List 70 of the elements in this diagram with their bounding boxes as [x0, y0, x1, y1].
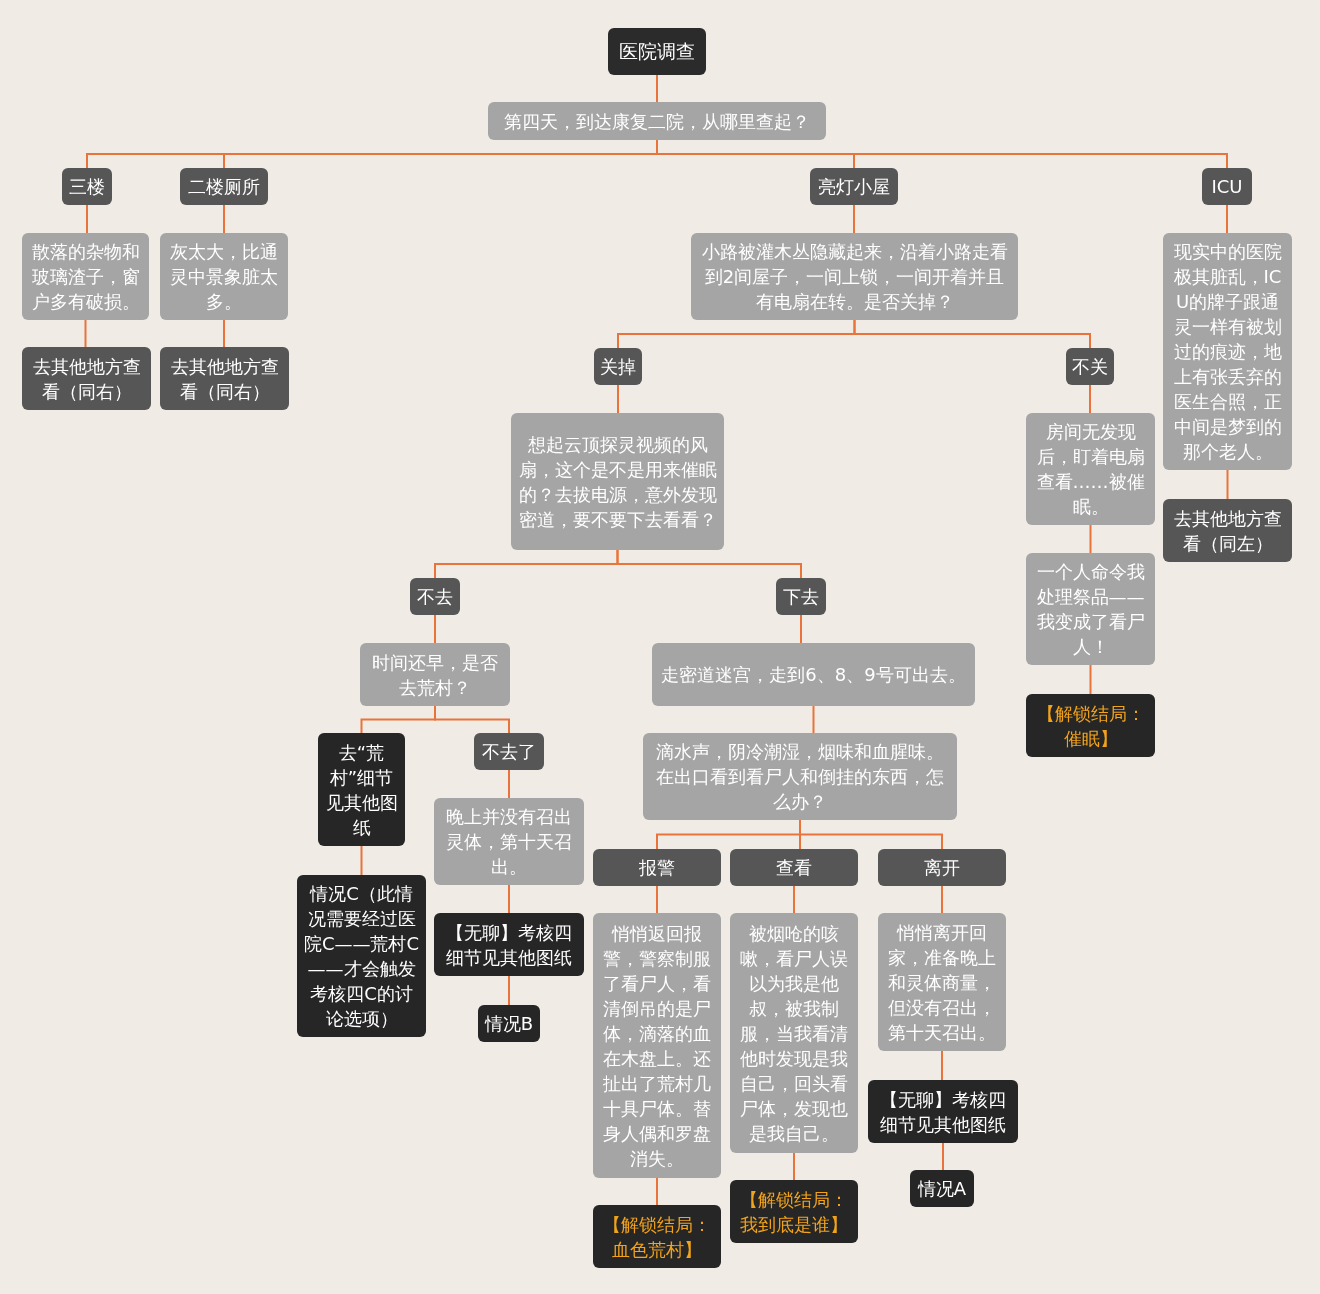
- result-box: 去“荒村”细节见其他图纸: [318, 733, 405, 846]
- option-box: 不去了: [474, 733, 544, 770]
- connector-line: [84, 319, 87, 348]
- option-box: 去其他地方查看（同左）: [1163, 499, 1292, 562]
- description-box: 悄悄返回报警，警察制服了看尸人，看清倒吊的是尸体，滴落的血在木盘上。还扯出了荒村几十具尸体。替身人偶和罗盘消失。: [593, 913, 721, 1178]
- option-box: 亮灯小屋: [810, 168, 898, 205]
- option-box: 三楼: [62, 168, 112, 205]
- description-box: 现实中的医院极其脏乱，ICU的牌子跟通灵一样有被划过的痕迹，地上有张丢弃的医生合照，正中间是梦到的那个老人。: [1163, 233, 1292, 470]
- connector-line: [1226, 469, 1229, 500]
- description-box: 滴水声，阴冷潮湿，烟味和血腥味。在出口看到看尸人和倒挂的东西，怎么办？: [643, 733, 957, 820]
- result-box: 情况B: [478, 1005, 540, 1042]
- option-box: 离开: [878, 849, 1006, 886]
- connector-line: [793, 1152, 795, 1181]
- connector-line: [656, 1177, 658, 1206]
- connector-line: [1089, 664, 1092, 695]
- option-box: 查看: [730, 849, 858, 886]
- option-box: 去其他地方查看（同右）: [22, 347, 151, 410]
- connector-line: [508, 769, 510, 799]
- connector-line: [812, 705, 815, 734]
- option-box: 不去: [410, 578, 460, 615]
- connector-line: [616, 549, 802, 579]
- connector-line: [656, 74, 658, 103]
- connector-line: [800, 614, 802, 644]
- connector-line: [360, 845, 363, 876]
- description-box: 走密道迷宫，走到6、8、9号可出去。: [652, 643, 975, 706]
- ending-box: 【解锁结局：我到底是谁】: [730, 1180, 858, 1243]
- description-box: 散落的杂物和玻璃渣子，窗户多有破损。: [22, 233, 149, 320]
- description-box: 时间还早，是否去荒村？: [360, 643, 510, 706]
- option-box: 关掉: [594, 348, 642, 385]
- connector-line: [941, 1050, 943, 1081]
- connector-line: [1226, 204, 1228, 234]
- description-box: 房间无发现后，盯着电扇查看……被催眠。: [1026, 413, 1155, 525]
- description-box: 第四天，到达康复二院，从哪里查起？: [488, 102, 826, 140]
- connector-line: [1089, 384, 1091, 414]
- connector-line: [942, 1142, 944, 1171]
- connector-line: [223, 319, 225, 348]
- connector-line: [853, 204, 855, 234]
- result-box: 情况C（此情况需要经过医院C——荒村C——才会触发考核四C的讨论选项）: [297, 875, 426, 1037]
- title-box: 医院调查: [608, 28, 706, 75]
- option-box: ICU: [1202, 168, 1252, 205]
- connector-line: [656, 885, 658, 914]
- connector-line: [86, 204, 88, 234]
- connector-line: [853, 319, 1091, 349]
- connector-line: [941, 885, 943, 914]
- description-box: 想起云顶探灵视频的风扇，这个是不是用来催眠的？去拔电源，意外发现密道，要不要下去看看？: [511, 413, 724, 550]
- option-box: 下去: [776, 578, 826, 615]
- connector-line: [617, 384, 619, 414]
- connector-line: [508, 975, 510, 1006]
- description-box: 被烟呛的咳嗽，看尸人误以为我是他叔，被我制服，当我看清他时发现是我自己，回头看尸体，发现也是我自己。: [730, 913, 858, 1153]
- ending-box: 【解锁结局：血色荒村】: [593, 1205, 721, 1268]
- option-box: 二楼厕所: [180, 168, 268, 205]
- option-box: 报警: [593, 849, 721, 886]
- connector-line: [1089, 524, 1092, 554]
- description-box: 小路被灌木丛隐藏起来，沿着小路走看到2间屋子，一间上锁，一间开着并且有电扇在转。是否关掉？: [691, 233, 1018, 320]
- description-box: 灰太大，比通灵中景象脏太多。: [160, 233, 288, 320]
- connector-line: [793, 885, 795, 914]
- connector-line: [434, 614, 436, 644]
- option-box: 去其他地方查看（同右）: [160, 347, 289, 410]
- connector-line: [434, 705, 510, 734]
- option-box: 不关: [1066, 348, 1114, 385]
- description-box: 一个人命令我处理祭品——我变成了看尸人！: [1026, 553, 1155, 665]
- connector-line: [799, 819, 943, 850]
- connector-line: [508, 884, 510, 914]
- result-box: 【无聊】考核四细节见其他图纸: [434, 913, 584, 976]
- result-box: 情况A: [910, 1170, 974, 1207]
- connector-line: [223, 204, 225, 234]
- result-box: 【无聊】考核四细节见其他图纸: [868, 1080, 1018, 1143]
- description-box: 悄悄离开回家，准备晚上和灵体商量，但没有召出，第十天召出。: [878, 913, 1006, 1051]
- description-box: 晚上并没有召出灵体，第十天召出。: [434, 798, 584, 885]
- ending-box: 【解锁结局：催眠】: [1026, 694, 1155, 757]
